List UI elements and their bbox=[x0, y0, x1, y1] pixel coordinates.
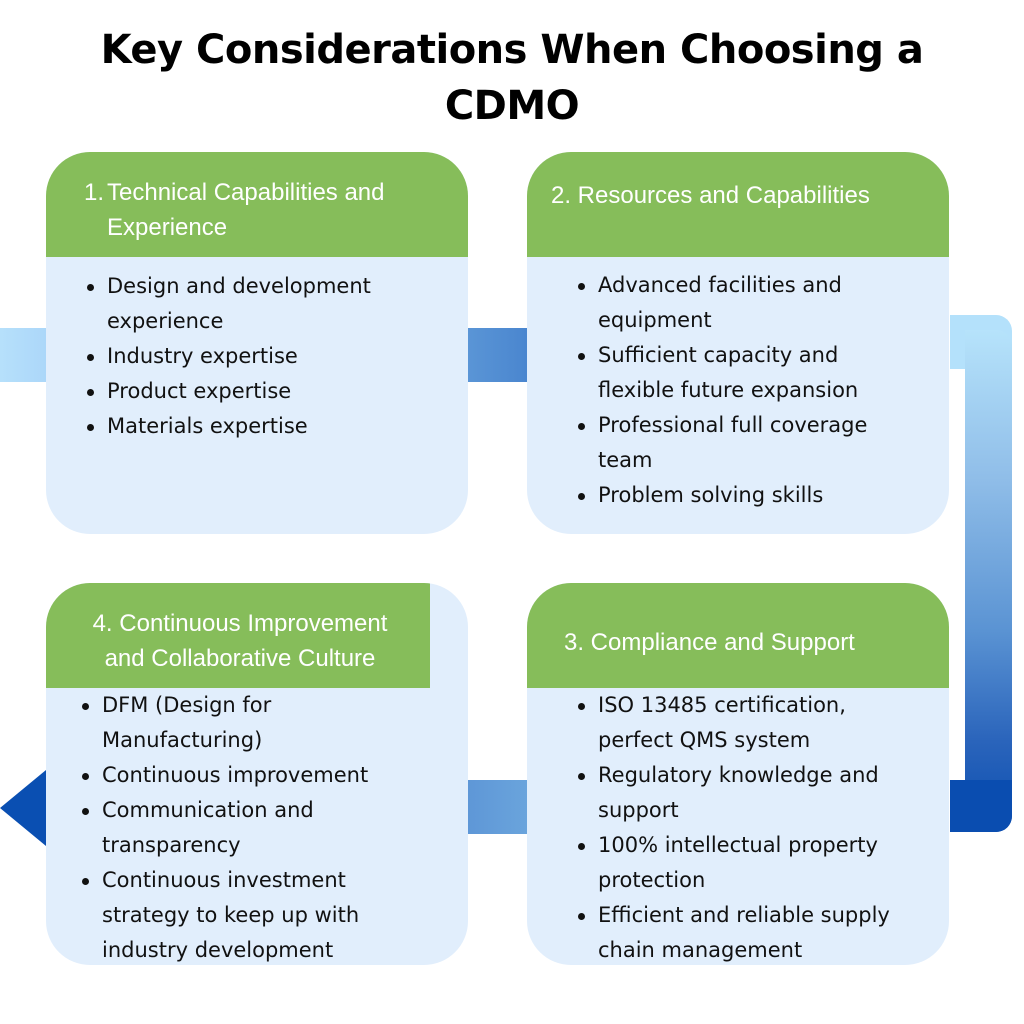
card-title-line-2: Experience bbox=[107, 214, 228, 241]
card-title: Technical Capabilities and Experience bbox=[107, 175, 385, 257]
card-title-line-1: Technical Capabilities and bbox=[107, 179, 385, 206]
connector-right-bottom bbox=[950, 780, 1012, 832]
list-item: DFM (Design for Manufacturing) bbox=[82, 688, 322, 758]
list-item: Design and development experience bbox=[87, 269, 407, 339]
list-item: Sufficient capacity and flexible future … bbox=[578, 338, 898, 408]
list-item: Continuous improvement bbox=[82, 758, 458, 793]
card-header: 3. Compliance and Support bbox=[527, 583, 949, 688]
card-title-line-2: and Collaborative Culture bbox=[104, 645, 376, 672]
list-item: ISO 13485 certification, perfect QMS sys… bbox=[578, 688, 888, 758]
card-continuous-improvement: 4. Continuous Improvement and Collaborat… bbox=[46, 583, 468, 965]
card-compliance-support: 3. Compliance and Support ISO 13485 cert… bbox=[527, 583, 949, 965]
connector-card1-to-card2 bbox=[468, 328, 527, 382]
card-item-list: Advanced facilities and equipment Suffic… bbox=[527, 257, 949, 513]
card-number: 1. bbox=[84, 179, 105, 206]
card-technical-capabilities: 1. Technical Capabilities and Experience… bbox=[46, 152, 468, 534]
card-item-list: DFM (Design for Manufacturing) Continuou… bbox=[46, 688, 468, 965]
list-item: Industry expertise bbox=[87, 339, 458, 374]
list-item: Advanced facilities and equipment bbox=[578, 268, 888, 338]
connector-card2-to-card3 bbox=[965, 330, 1012, 832]
card-item-list: Design and development experience Indust… bbox=[46, 257, 468, 444]
list-item: Professional full coverage team bbox=[578, 408, 908, 478]
title-line-1: Key Considerations When Choosing a bbox=[100, 27, 924, 73]
card-resources-capabilities: 2. Resources and Capabilities Advanced f… bbox=[527, 152, 949, 534]
list-item: Materials expertise bbox=[87, 409, 458, 444]
title-line-2: CDMO bbox=[444, 83, 580, 129]
list-item: 100% intellectual property protection bbox=[578, 828, 918, 898]
list-item: Problem solving skills bbox=[578, 478, 939, 513]
connector-left-entry bbox=[0, 328, 46, 382]
page-title: Key Considerations When Choosing a CDMO bbox=[0, 22, 1024, 134]
left-arrow-icon bbox=[0, 770, 46, 846]
card-header: 2. Resources and Capabilities bbox=[527, 152, 949, 257]
list-item: Efficient and reliable supply chain mana… bbox=[578, 898, 928, 965]
list-item: Product expertise bbox=[87, 374, 458, 409]
card-title: 2. Resources and Capabilities bbox=[551, 182, 870, 209]
list-item: Regulatory knowledge and support bbox=[578, 758, 918, 828]
card-title-line-1: 4. Continuous Improvement bbox=[92, 610, 388, 637]
card-header: 4. Continuous Improvement and Collaborat… bbox=[46, 583, 430, 688]
connector-card3-to-card4 bbox=[468, 780, 527, 834]
list-item: Communication and transparency bbox=[82, 793, 352, 863]
card-item-list: ISO 13485 certification, perfect QMS sys… bbox=[527, 688, 949, 965]
card-title: 3. Compliance and Support bbox=[564, 629, 855, 656]
list-item: Continuous investment strategy to keep u… bbox=[82, 863, 402, 965]
card-header: 1. Technical Capabilities and Experience bbox=[46, 152, 468, 257]
